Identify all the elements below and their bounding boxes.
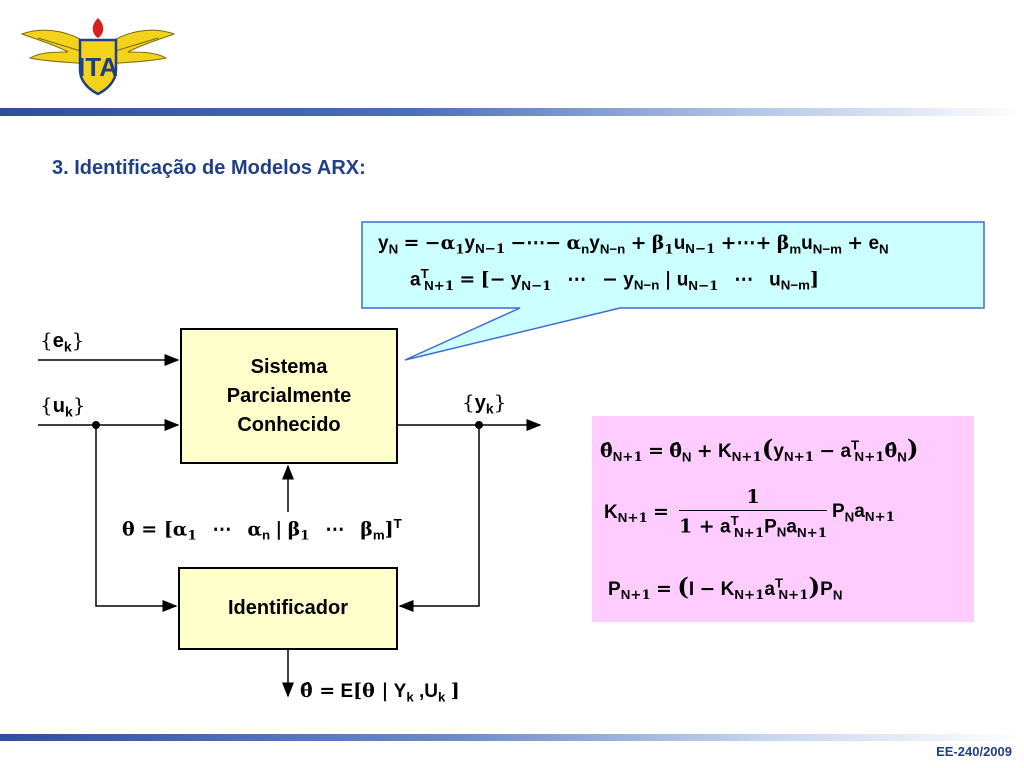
noise-symbol: e bbox=[52, 330, 64, 352]
header-rule bbox=[0, 108, 1024, 116]
system-line-3: Conhecido bbox=[237, 413, 341, 436]
parameter-vector: θ = [α1 ⋯ αn | β1 ⋯ βm]T bbox=[122, 516, 402, 544]
input-subscript: k bbox=[64, 403, 73, 420]
system-line-1: Sistema bbox=[250, 355, 328, 378]
arx-model-equation: yN = −α1yN−1 −⋯− αnyN−n + β1uN−1 +⋯+ βmu… bbox=[378, 232, 889, 258]
system-line-2: Parcialmente bbox=[226, 384, 352, 407]
slide-title: 3. Identificação de Modelos ARX: bbox=[52, 157, 366, 179]
rls-equations-panel bbox=[592, 416, 974, 622]
input-signal-label: {uk} bbox=[40, 393, 86, 420]
output-symbol: y bbox=[474, 392, 486, 414]
footer-course-code: EE-240/2009 bbox=[936, 744, 1012, 759]
output-signal-label: {yk} bbox=[462, 390, 507, 417]
system-block: Sistema Parcialmente Conhecido bbox=[180, 328, 398, 464]
noise-signal-label: {ek} bbox=[40, 328, 85, 355]
estimate-equation: θ̂ = E[θ | Yk ,Uk ] bbox=[300, 680, 460, 705]
gain-equation: KN+1 = 1 1 + aTN+1PNaN+1 PNaN+1 bbox=[604, 486, 895, 541]
callout-bubble bbox=[361, 221, 985, 361]
covariance-update-equation: PN+1 = (I − KN+1aTN+1)PN bbox=[608, 572, 843, 604]
regressor-equation: aTN+1 = [− yN−1 ⋯ − yN−n | uN−1 ⋯ uN−m] bbox=[410, 266, 819, 294]
noise-subscript: k bbox=[63, 338, 72, 355]
footer-rule bbox=[0, 734, 1024, 741]
parameter-update-equation: θ̂N+1 = θ̂N + KN+1(yN+1 − aTN+1θ̂N) bbox=[600, 434, 919, 466]
identifier-label: Identificador bbox=[227, 597, 348, 619]
output-subscript: k bbox=[485, 400, 494, 417]
logo-text: ITA bbox=[78, 52, 118, 82]
ita-logo: ITA bbox=[18, 12, 178, 102]
identifier-block: Identificador bbox=[178, 567, 398, 650]
input-symbol: u bbox=[52, 395, 65, 417]
